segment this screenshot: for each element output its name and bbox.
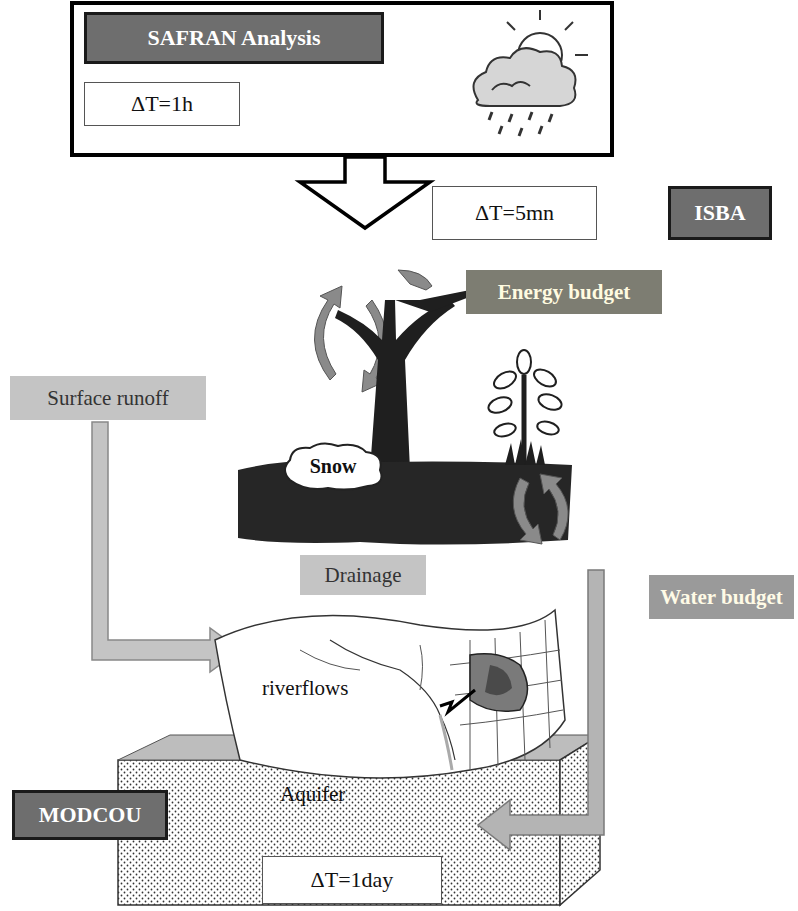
forcing-arrow: [300, 157, 430, 228]
tree: [335, 290, 472, 470]
node-text: MODCOU: [39, 802, 142, 828]
label-box: Water budget: [649, 575, 794, 619]
plant: [486, 350, 563, 465]
river-surface: [215, 610, 565, 778]
label-box: Drainage: [300, 555, 426, 595]
weather-icon: [474, 10, 589, 136]
node-text: Drainage: [325, 563, 402, 588]
snow-cloud: Snow: [278, 440, 388, 492]
part-label: riverflows: [262, 676, 348, 701]
part-label: Aquifer: [280, 782, 345, 807]
forcing-frame: [72, 3, 612, 155]
runoff-arrow: [92, 422, 240, 672]
node-text: Energy budget: [498, 280, 630, 305]
node-text: Surface runoff: [47, 386, 168, 411]
model-box: MODCOU: [12, 790, 168, 840]
label-box: ΔT=1day: [262, 856, 442, 904]
node-text: ISBA: [694, 200, 745, 226]
node-text: ΔT=1h: [131, 91, 193, 117]
label-box: ΔT=1h: [84, 82, 240, 126]
node-text: SAFRAN Analysis: [148, 25, 321, 51]
model-box: ISBA: [668, 186, 772, 240]
water-budget-arrow: [478, 570, 604, 850]
node-text: ΔT=5mn: [475, 200, 554, 226]
label-box: Surface runoff: [10, 376, 206, 420]
node-text: Water budget: [660, 585, 783, 610]
node-text: Snow: [310, 455, 357, 478]
label-box: ΔT=5mn: [432, 186, 597, 240]
model-box: SAFRAN Analysis: [84, 12, 384, 64]
node-text: ΔT=1day: [311, 867, 394, 893]
label-box: Energy budget: [466, 270, 662, 314]
water-arrows: [513, 474, 568, 544]
